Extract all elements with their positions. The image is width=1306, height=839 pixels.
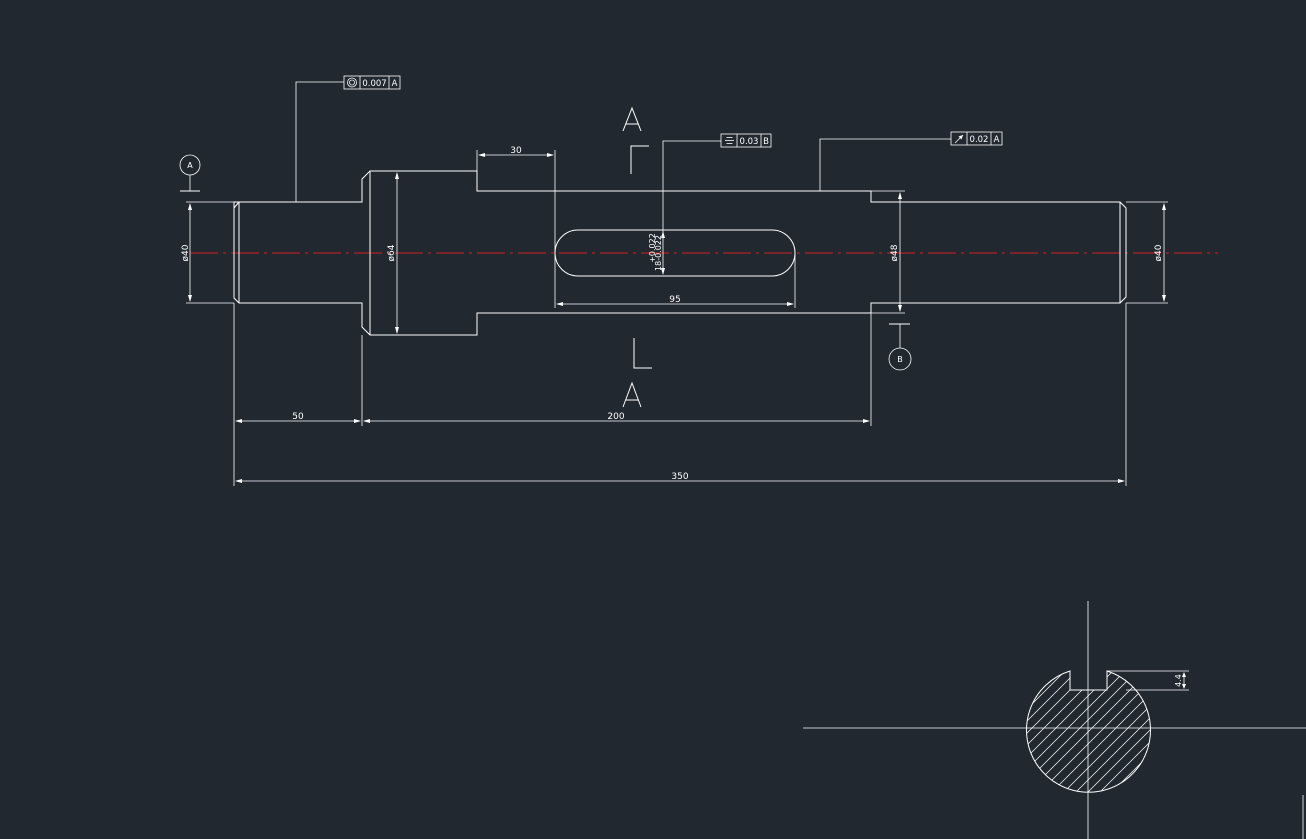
runout-value: 0.02 [970, 135, 989, 145]
datum-a-label: A [187, 161, 193, 170]
keyway-dimensions: +0.022 18-0.022 95 30 [476, 146, 796, 308]
shaft-main-view [190, 170, 1218, 336]
circular-runout-icon [954, 134, 964, 144]
section-view: 4.4 [803, 601, 1306, 839]
dim-length-middle: 200 [607, 412, 624, 422]
dim-keyway-width-lower: 18-0.022 [654, 235, 663, 271]
dim-section-depth: 4.4 [1174, 674, 1183, 687]
dim-dia-middle: ø48 [890, 244, 900, 261]
diameter-dimensions: ø40 ø64 ø48 ø40 [181, 172, 1168, 334]
dim-keyway-length: 95 [669, 295, 680, 305]
dim-dia-right: ø40 [1154, 244, 1164, 261]
tolerance-frame-concentricity: 0.007 A [295, 75, 401, 202]
keyway-slot [554, 229, 796, 277]
symmetry-value: 0.03 [740, 137, 759, 147]
tolerance-frame-runout: 0.02 A [819, 131, 1003, 191]
datum-b-label: B [897, 355, 903, 364]
dim-dia-left: ø40 [181, 244, 191, 261]
concentricity-datum: A [392, 79, 398, 89]
dim-length-left: 50 [292, 412, 304, 422]
datum-b-symbol: B [888, 323, 912, 371]
symmetry-icon [725, 137, 734, 144]
datum-a-symbol: A [179, 154, 201, 192]
dim-length-total: 350 [671, 472, 688, 482]
dim-dia-collar: ø64 [387, 244, 397, 261]
concentricity-value: 0.007 [362, 79, 386, 89]
section-marker-top: A [622, 106, 649, 174]
section-outline [1026, 670, 1151, 793]
dim-keyway-offset: 30 [510, 146, 522, 156]
shaft-outline [233, 170, 1127, 336]
concentricity-icon [347, 77, 357, 88]
tolerance-frame-symmetry: 0.03 B [662, 133, 772, 232]
symmetry-datum: B [763, 137, 769, 147]
dim-keyway-width-upper: +0.022 [648, 233, 657, 263]
section-marker-bottom: A [622, 338, 652, 408]
runout-datum: A [994, 135, 1000, 145]
length-dimensions: 50 200 350 [233, 303, 1127, 486]
